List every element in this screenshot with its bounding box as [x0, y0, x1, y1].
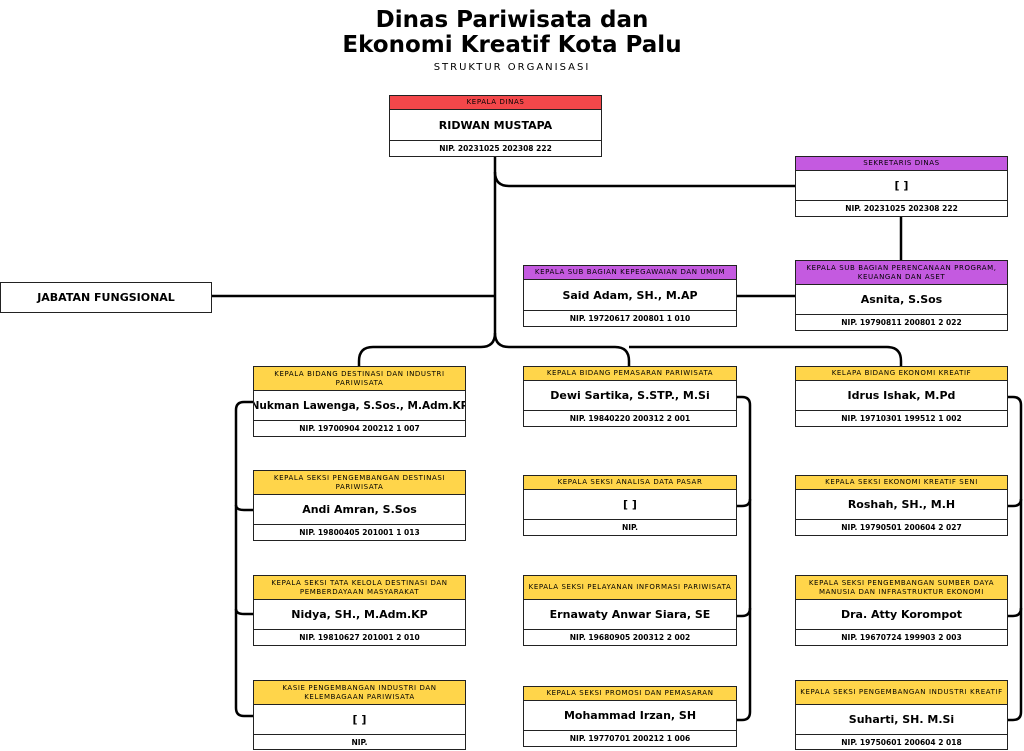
- kepala-dinas-nip: NIP. 20231025 202308 222: [439, 144, 552, 153]
- seksi-pengembangan-destinasi-title: KEPALA SEKSI PENGEMBANGAN DESTINASI PARI…: [254, 471, 465, 495]
- seksi-pengembangan-destinasi-name: Andi Amran, S.Sos: [254, 495, 465, 525]
- kasubag-perencanaan-name: Asnita, S.Sos: [796, 285, 1007, 315]
- seksi-tata-kelola-card: KEPALA SEKSI TATA KELOLA DESTINASI DAN P…: [253, 575, 466, 646]
- seksi-pengembangan-sdm-card: KEPALA SEKSI PENGEMBANGAN SUMBER DAYA MA…: [795, 575, 1008, 646]
- kasubag-kepegawaian-name: Said Adam, SH., M.AP: [524, 280, 736, 311]
- seksi-promosi-nip: NIP. 19770701 200212 1 006: [569, 734, 691, 743]
- kasubag-perencanaan-title: KEPALA SUB BAGIAN PERENCANAAN PROGRAM, K…: [796, 261, 1007, 285]
- seksi-pelayanan-informasi-card: KEPALA SEKSI PELAYANAN INFORMASI PARIWIS…: [523, 575, 737, 646]
- bidang-pemasaran-nip: NIP. 19840220 200312 2 001: [569, 414, 691, 423]
- seksi-pengembangan-sdm-name: Dra. Atty Korompot: [796, 600, 1007, 630]
- kasubag-kepegawaian-nip: NIP. 19720617 200801 1 010: [569, 314, 691, 323]
- seksi-ekonomi-kreatif-seni-title: KEPALA SEKSI EKONOMI KREATIF SENI: [796, 476, 1007, 490]
- seksi-pengembangan-industri-kreatif-nip: NIP. 19750601 200604 2 018: [841, 737, 962, 747]
- seksi-pengembangan-industri-kreatif-title: KEPALA SEKSI PENGEMBANGAN INDUSTRI KREAT…: [796, 681, 1007, 705]
- kasie-pengembangan-industri-name: [ ]: [254, 705, 465, 735]
- connector-col2-seksi-1: [737, 498, 752, 508]
- bidang-pemasaran-name: Dewi Sartika, S.STP., M.Si: [524, 381, 736, 411]
- seksi-pengembangan-destinasi-nip: NIP. 19800405 201001 1 013: [299, 528, 420, 537]
- connector-kadis-sekretaris: [493, 171, 795, 188]
- bidang-destinasi-nip: NIP. 19700904 200212 1 007: [299, 424, 420, 433]
- kasubag-perencanaan-card: KEPALA SUB BAGIAN PERENCANAAN PROGRAM, K…: [795, 260, 1008, 331]
- page-subtitle: STRUKTUR ORGANISASI: [433, 62, 591, 73]
- connector-col1-seksi-1: [234, 504, 253, 512]
- seksi-pelayanan-informasi-name: Ernawaty Anwar Siara, SE: [524, 600, 736, 630]
- sekretaris-title: SEKRETARIS DINAS: [796, 157, 1007, 171]
- seksi-promosi-name: Mohammad Irzan, SH: [524, 701, 736, 731]
- jabatan-fungsional-box: JABATAN FUNGSIONAL: [0, 282, 212, 313]
- seksi-tata-kelola-title: KEPALA SEKSI TATA KELOLA DESTINASI DAN P…: [254, 576, 465, 600]
- sekretaris-name: [ ]: [796, 171, 1007, 201]
- sekretaris-card: SEKRETARIS DINAS [ ] NIP. 20231025 20230…: [795, 156, 1008, 217]
- seksi-pelayanan-informasi-nip: NIP. 19680905 200312 2 002: [569, 633, 691, 642]
- seksi-tata-kelola-name: Nidya, SH., M.Adm.KP: [254, 600, 465, 630]
- seksi-analisa-data-name: [ ]: [524, 490, 736, 520]
- bidang-pemasaran-title: KEPALA BIDANG PEMASARAN PARIWISATA: [524, 367, 736, 381]
- bidang-ekonomi-kreatif-name: Idrus Ishak, M.Pd: [796, 381, 1007, 411]
- page-title-line-2: Ekonomi Kreatif Kota Palu: [342, 32, 682, 58]
- bidang-ekonomi-kreatif-card: KELAPA BIDANG EKONOMI KREATIF Idrus Isha…: [795, 366, 1008, 427]
- bidang-destinasi-card: KEPALA BIDANG DESTINASI DAN INDUSTRI PAR…: [253, 366, 466, 437]
- seksi-pengembangan-industri-kreatif-name: Suharti, SH. M.Si: [796, 705, 1007, 735]
- kepala-dinas-title: KEPALA DINAS: [390, 96, 601, 110]
- kasie-pengembangan-industri-nip: NIP.: [351, 737, 368, 747]
- page-title-line-1: Dinas Pariwisata dan: [375, 7, 649, 33]
- seksi-analisa-data-nip: NIP.: [621, 523, 639, 532]
- bidang-pemasaran-card: KEPALA BIDANG PEMASARAN PARIWISATA Dewi …: [523, 366, 737, 427]
- seksi-promosi-title: KEPALA SEKSI PROMOSI DAN PEMASARAN: [524, 687, 736, 701]
- connector-col2-bracket: [737, 395, 752, 722]
- seksi-pengembangan-sdm-nip: NIP. 19670724 199903 2 003: [841, 633, 962, 642]
- connector-col1-seksi-2: [234, 608, 253, 616]
- connector-col2-seksi-2: [737, 607, 752, 618]
- seksi-analisa-data-title: KEPALA SEKSI ANALISA DATA PASAR: [524, 476, 736, 490]
- seksi-promosi-card: KEPALA SEKSI PROMOSI DAN PEMASARAN Moham…: [523, 686, 737, 747]
- connector-kadis-bidang-destinasi: [357, 156, 497, 367]
- seksi-ekonomi-kreatif-seni-name: Roshah, SH., M.H: [796, 490, 1007, 520]
- connector-col3-bracket: [1007, 395, 1023, 722]
- bidang-ekonomi-kreatif-title: KELAPA BIDANG EKONOMI KREATIF: [796, 367, 1007, 381]
- seksi-analisa-data-card: KEPALA SEKSI ANALISA DATA PASAR [ ] NIP.: [523, 475, 737, 536]
- kasubag-perencanaan-nip: NIP. 19790811 200801 2 022: [841, 318, 962, 327]
- kasubag-kepegawaian-card: KEPALA SUB BAGIAN KEPEGAWAIAN DAN UMUM S…: [523, 265, 737, 327]
- connector-col3-seksi-2: [1007, 607, 1023, 618]
- connector-col3-seksi-1: [1007, 498, 1023, 508]
- kepala-dinas-card: KEPALA DINAS RIDWAN MUSTAPA NIP. 2023102…: [389, 95, 602, 157]
- connector-kadis-bidang-ekonomi-kreatif: [629, 345, 903, 367]
- connector-col1-bracket: [234, 400, 253, 718]
- bidang-ekonomi-kreatif-nip: NIP. 19710301 199512 1 002: [841, 414, 962, 423]
- connector-kadis-bidang-pemasaran: [493, 332, 631, 367]
- sekretaris-nip: NIP. 20231025 202308 222: [845, 204, 958, 213]
- seksi-pengembangan-industri-kreatif-card: KEPALA SEKSI PENGEMBANGAN INDUSTRI KREAT…: [795, 680, 1008, 750]
- bidang-destinasi-title: KEPALA BIDANG DESTINASI DAN INDUSTRI PAR…: [254, 367, 465, 391]
- seksi-pengembangan-destinasi-card: KEPALA SEKSI PENGEMBANGAN DESTINASI PARI…: [253, 470, 466, 541]
- seksi-pelayanan-informasi-title: KEPALA SEKSI PELAYANAN INFORMASI PARIWIS…: [524, 576, 736, 600]
- bidang-destinasi-name: Nukman Lawenga, S.Sos., M.Adm.KP: [254, 391, 465, 421]
- seksi-pengembangan-sdm-title: KEPALA SEKSI PENGEMBANGAN SUMBER DAYA MA…: [796, 576, 1007, 600]
- kasubag-kepegawaian-title: KEPALA SUB BAGIAN KEPEGAWAIAN DAN UMUM: [524, 266, 736, 280]
- kasie-pengembangan-industri-title: KASIE PENGEMBANGAN INDUSTRI DAN KELEMBAG…: [254, 681, 465, 705]
- seksi-tata-kelola-nip: NIP. 19810627 201001 2 010: [299, 633, 420, 642]
- kasie-pengembangan-industri-card: KASIE PENGEMBANGAN INDUSTRI DAN KELEMBAG…: [253, 680, 466, 750]
- seksi-ekonomi-kreatif-seni-card: KEPALA SEKSI EKONOMI KREATIF SENI Roshah…: [795, 475, 1008, 536]
- kepala-dinas-name: RIDWAN MUSTAPA: [390, 110, 601, 141]
- seksi-ekonomi-kreatif-seni-nip: NIP. 19790501 200604 2 027: [841, 523, 962, 532]
